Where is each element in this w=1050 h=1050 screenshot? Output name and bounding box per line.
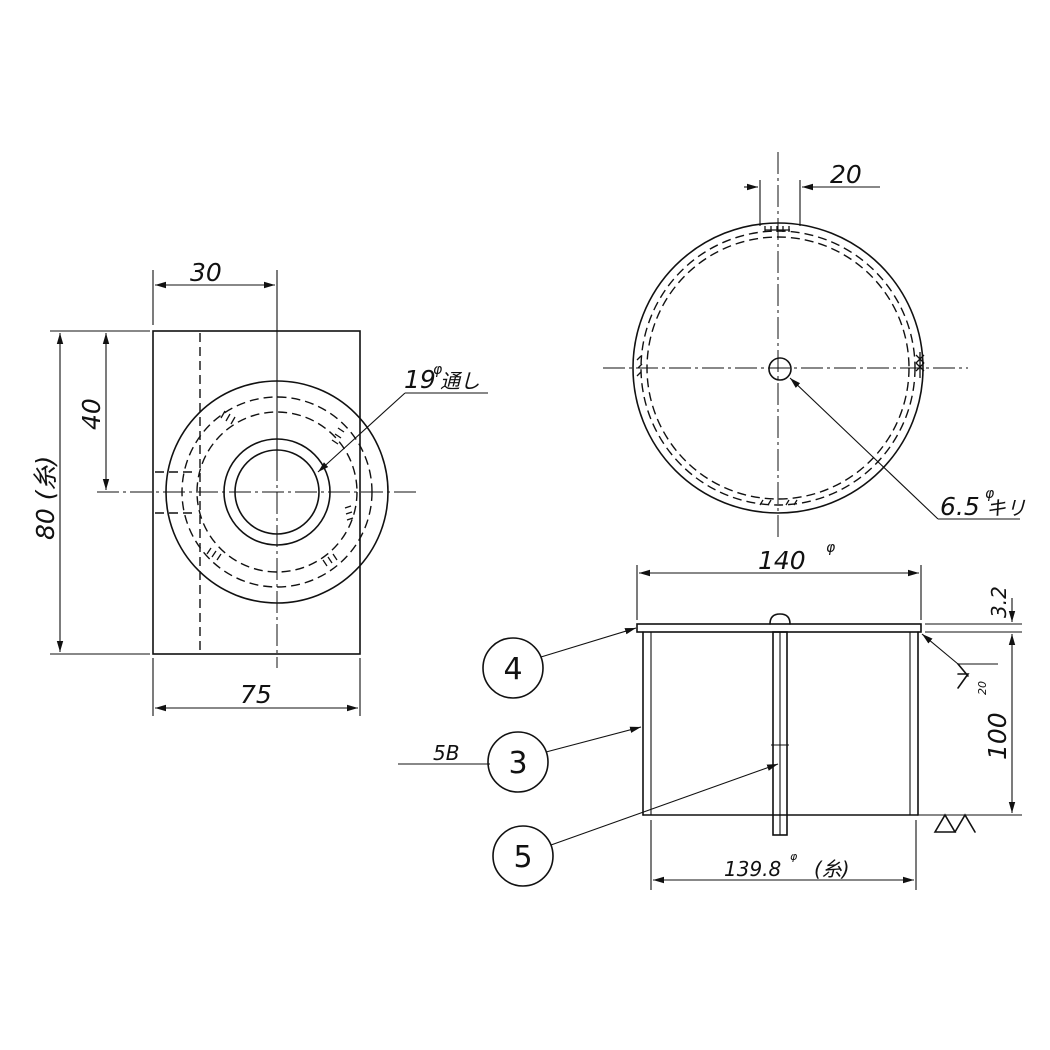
dim-label-139-8-sup: φ [790, 850, 798, 863]
balloon-5-leader [550, 763, 779, 846]
weld-symbol [957, 663, 970, 689]
svg-text:5: 5 [513, 840, 532, 875]
dim-label-30: 30 [190, 258, 222, 287]
hole-note-19-sup: φ [433, 362, 443, 378]
dim-label-139-8-note: (糸) [814, 857, 850, 881]
boss-hidden-circle [181, 396, 373, 588]
block-outline [152, 330, 361, 655]
dim-label-3-2: 3.2 [987, 586, 1011, 618]
balloon-5 [492, 825, 554, 887]
hole-note-6-5-jp: キリ [986, 496, 1026, 520]
dim-label-20: 20 [830, 160, 862, 189]
balloon-4 [482, 637, 544, 699]
slot-weld-marks [636, 226, 925, 506]
dim-label-139-8: 139.8 [724, 857, 781, 881]
weld-marks [206, 410, 354, 567]
dim-label-140: 140 [758, 546, 806, 575]
svg-text:3: 3 [508, 746, 527, 781]
dim-label-80: 80 (糸) [31, 456, 60, 540]
pin-hole-circle [768, 357, 792, 381]
balloon-3 [487, 731, 549, 793]
dim-label-40: 40 [77, 398, 106, 430]
dim-label-140-sup: φ [826, 540, 836, 556]
pin-head [769, 613, 791, 625]
hole-note-19: 19 [404, 365, 436, 394]
ground-triangles [933, 813, 976, 833]
weld-leader [921, 633, 959, 665]
boss-hidden-circle-inner [196, 411, 358, 573]
dim-label-100: 100 [983, 712, 1012, 760]
part-balloons: 4 3 5 [482, 627, 779, 887]
balloon-3-leader [545, 726, 642, 753]
hole-note-6-5: 6.5 [940, 492, 980, 521]
section-view: 140 φ 3.2 100 20 139.8 φ (糸) 5B [398, 540, 1022, 890]
pipe-size-label: 5B [433, 741, 459, 765]
leader-19-hole [317, 392, 406, 473]
block-view: 30 40 80 (糸) 75 19 φ 通し [31, 258, 488, 716]
leader-6-5-hole [789, 377, 939, 520]
svg-text:4: 4 [503, 652, 522, 687]
top-view: 20 6.5 φ キリ [603, 152, 1026, 540]
hole-note-19-jp: 通し [440, 369, 480, 393]
dim-label-75: 75 [240, 680, 272, 709]
hole-note-6-5-sup: φ [985, 486, 995, 502]
top-plate [636, 623, 922, 633]
weld-note-20: 20 [976, 681, 989, 695]
balloon-4-leader [540, 627, 637, 658]
